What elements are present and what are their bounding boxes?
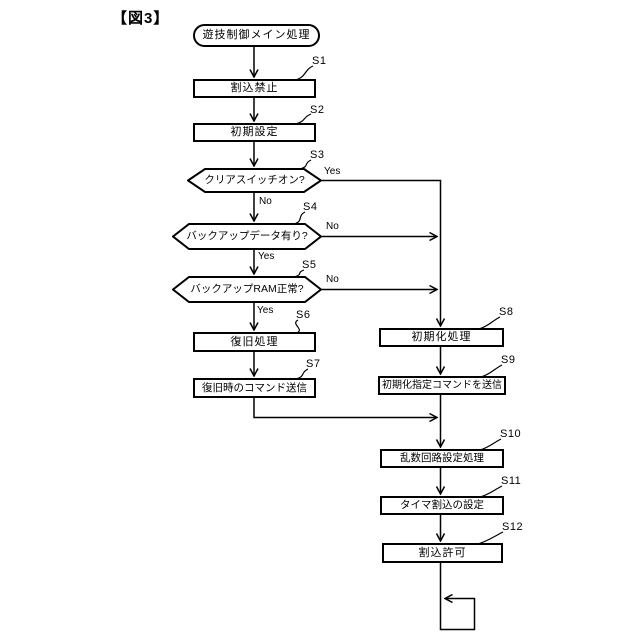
node-s4-label: バックアップデータ有り? — [186, 230, 308, 243]
node-s10-label: 乱数回路設定処理 — [400, 452, 484, 465]
node-s11-timer-interrupt-setting: タイマ割込の設定 — [380, 496, 504, 515]
node-s7-recovery-command-send: 復旧時のコマンド送信 — [193, 378, 316, 398]
node-s12-label: 割込許可 — [418, 546, 467, 559]
node-s11-label: タイマ割込の設定 — [400, 499, 484, 512]
branch-s3-yes: Yes — [324, 166, 341, 177]
hexagon-outline — [187, 168, 322, 193]
node-s8-initialization-process: 初期化処理 — [379, 328, 504, 347]
step-label-s1: S1 — [312, 55, 327, 67]
step-label-s9: S9 — [501, 354, 516, 366]
node-s3-clear-switch-decision: クリアスイッチオン? — [187, 168, 322, 193]
node-s2-initial-setting: 初期設定 — [193, 123, 316, 142]
step-label-leaders — [293, 65, 504, 545]
node-s4-backup-data-decision: バックアップデータ有り? — [172, 223, 322, 250]
step-label-s11: S11 — [501, 475, 522, 487]
branch-s4-no: No — [326, 221, 339, 232]
node-s3-label: クリアスイッチオン? — [204, 174, 305, 187]
node-s1-label: 割込禁止 — [230, 82, 279, 94]
step-label-s7: S7 — [306, 358, 321, 370]
node-s6-recovery-process: 復旧処理 — [193, 332, 316, 352]
node-s1-interrupt-disable: 割込禁止 — [193, 79, 316, 98]
step-label-s10: S10 — [500, 428, 522, 440]
node-s8-label: 初期化処理 — [411, 331, 472, 343]
node-start-label: 遊技制御メイン処理 — [202, 29, 311, 41]
node-s5-label: バックアップRAM正常? — [190, 283, 304, 296]
node-s9-init-command-send: 初期化指定コマンドを送信 — [378, 376, 506, 395]
node-s2-label: 初期設定 — [230, 126, 279, 138]
branch-s3-no: No — [259, 196, 272, 207]
node-start-terminal: 遊技制御メイン処理 — [193, 24, 320, 47]
node-s12-interrupt-enable: 割込許可 — [382, 543, 503, 563]
node-s6-label: 復旧処理 — [230, 335, 279, 348]
node-s7-label: 復旧時のコマンド送信 — [202, 381, 307, 394]
branch-s5-no: No — [326, 274, 339, 285]
branch-s4-yes: Yes — [258, 251, 275, 262]
node-s5-backup-ram-decision: バックアップRAM正常? — [172, 276, 322, 303]
step-label-s12: S12 — [502, 521, 524, 533]
figure-label: 【図3】 — [112, 10, 170, 27]
step-label-s5: S5 — [302, 259, 317, 271]
step-label-s8: S8 — [499, 306, 514, 318]
branch-s5-yes: Yes — [257, 305, 274, 316]
step-label-s2: S2 — [310, 104, 325, 116]
step-label-s4: S4 — [303, 201, 318, 213]
hexagon-outline — [172, 276, 322, 303]
step-label-s3: S3 — [310, 149, 325, 161]
step-label-s6: S6 — [296, 309, 311, 321]
node-s10-random-circuit-setting: 乱数回路設定処理 — [380, 449, 504, 468]
node-s9-label: 初期化指定コマンドを送信 — [382, 379, 502, 391]
hexagon-outline — [172, 223, 322, 250]
